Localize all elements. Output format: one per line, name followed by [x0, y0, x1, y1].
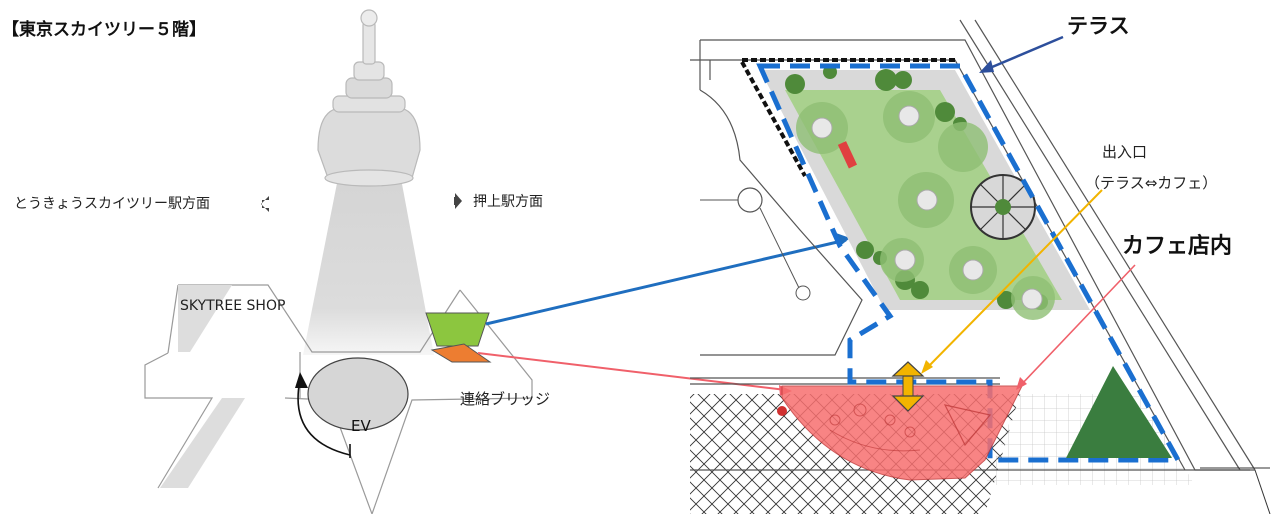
lower-block	[160, 398, 245, 488]
bridge-label: 連絡ブリッジ	[460, 390, 551, 408]
terrace-outline	[756, 63, 1183, 463]
entrance-callout-line	[924, 189, 1103, 371]
elevator-label: EV	[351, 417, 371, 435]
cafe-area	[781, 385, 1023, 481]
arrow-right-icon	[454, 193, 462, 209]
terrace-marker	[425, 312, 490, 347]
triangle-planter	[1066, 366, 1172, 458]
shop-area	[178, 285, 232, 352]
terrace-link-arrow	[485, 238, 847, 326]
elevator-core	[307, 357, 409, 431]
direction-left-label: とうきょうスカイツリー駅方面	[14, 196, 210, 212]
page-title: 【東京スカイツリー５階】	[2, 20, 206, 40]
entrance-arrow	[891, 361, 925, 412]
shop-label: SKYTREE SHOP	[180, 298, 286, 314]
terrace-label: テラス	[1067, 14, 1130, 38]
terrace-callout-line	[984, 35, 1064, 72]
column-icon	[737, 187, 763, 213]
skytree-schematic	[144, 9, 533, 516]
arrowhead-icon	[295, 372, 308, 388]
tower-illustration	[303, 9, 434, 355]
detail-plan	[690, 19, 1271, 515]
marker-dot	[777, 406, 787, 416]
entrance-label: 出入口	[1102, 143, 1148, 161]
arrow-left-icon	[261, 196, 269, 212]
cafe-callout-line	[1019, 264, 1136, 387]
direction-right-label: 押上駅方面	[473, 194, 543, 210]
cafe-label: カフェ店内	[1122, 234, 1233, 259]
rotation-arrow	[297, 379, 351, 456]
cafe-marker	[430, 343, 492, 363]
entrance-detail-label: （テラス⇔カフェ）	[1085, 174, 1218, 192]
red-bench	[837, 141, 858, 169]
